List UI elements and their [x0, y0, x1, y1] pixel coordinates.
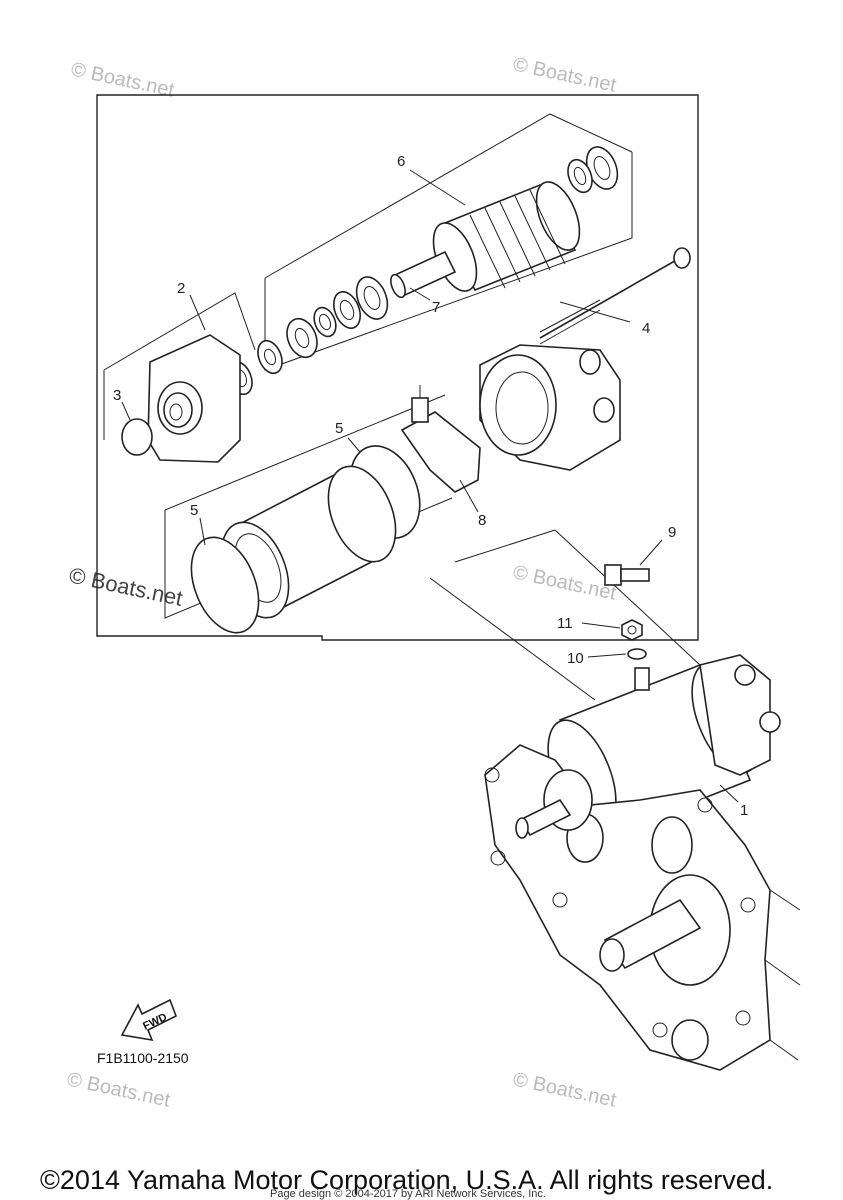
bracket-armature — [264, 113, 633, 371]
bracket-front-cover — [103, 292, 256, 440]
callout-5-lower: 5 — [190, 502, 198, 519]
callout-3: 3 — [113, 387, 121, 404]
yoke — [220, 465, 397, 619]
watermark-mid-right: © Boats.net — [511, 561, 619, 604]
callout-5-upper: 5 — [335, 420, 343, 437]
engine-crankcase — [484, 744, 801, 1071]
watermark-mid-left: © Boats.net — [67, 562, 185, 610]
through-bolt — [539, 247, 691, 345]
copyright-notice: ©2014 Yamaha Motor Corporation, U.S.A. A… — [40, 1165, 773, 1195]
callout-8: 8 — [478, 512, 486, 529]
callout-11: 11 — [557, 615, 573, 632]
brush-holder — [400, 385, 481, 493]
armature — [390, 181, 581, 299]
lock-washer — [627, 648, 647, 660]
bolt — [604, 564, 650, 586]
callout-6: 6 — [397, 153, 405, 170]
o-ring-lower — [190, 536, 260, 634]
leader-assembly-2 — [454, 529, 556, 563]
watermark-bottom-right: © Boats.net — [511, 1068, 619, 1111]
washer-set-middle — [227, 276, 389, 396]
leader-assembly-1 — [429, 577, 596, 701]
o-ring-small — [121, 418, 153, 456]
leader-assembly-3 — [554, 529, 701, 666]
exploded-view-frame — [96, 94, 699, 641]
fwd-arrow-icon: FWD — [120, 998, 178, 1042]
callout-9: 9 — [668, 524, 676, 541]
front-cover — [147, 334, 241, 463]
watermark-top-right: © Boats.net — [511, 53, 619, 96]
callout-4: 4 — [642, 320, 650, 337]
rear-cover — [479, 344, 621, 471]
washer-set-top — [567, 146, 619, 194]
callout-leaders — [121, 169, 739, 803]
nut — [621, 619, 643, 641]
watermark-bottom-left: © Boats.net — [65, 1068, 173, 1111]
page-design-credit: Page design © 2004-2017 by ARI Network S… — [270, 1188, 546, 1200]
callout-1: 1 — [740, 802, 748, 819]
callout-10: 10 — [567, 650, 584, 667]
callout-7: 7 — [432, 299, 440, 316]
diagram-code: F1B1100-2150 — [97, 1050, 189, 1066]
callout-2: 2 — [177, 280, 185, 297]
